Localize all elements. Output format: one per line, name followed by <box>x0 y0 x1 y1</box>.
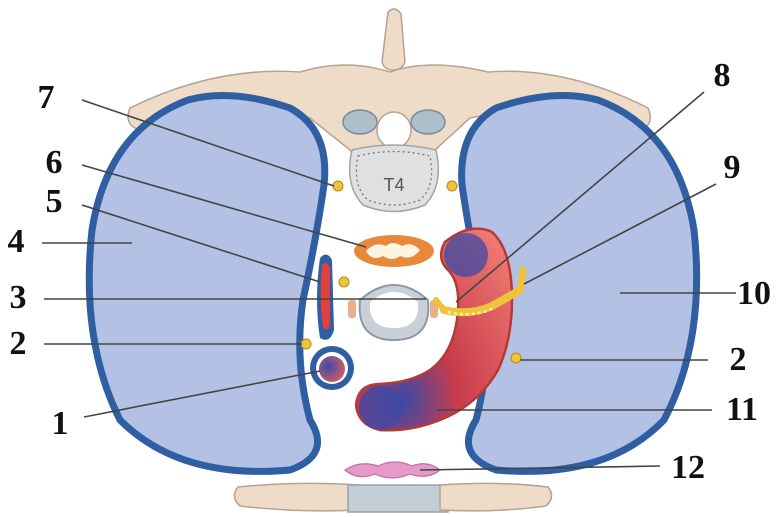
callout-8: 8 <box>714 57 731 94</box>
callout-12: 12 <box>671 449 705 486</box>
nerve-dot-left-upper <box>333 181 343 191</box>
callout-2-right: 2 <box>730 341 747 378</box>
callout-11: 11 <box>726 391 758 428</box>
callout-10: 10 <box>737 275 771 312</box>
nerve-dot-5 <box>339 277 349 287</box>
phrenic-nerve-left <box>301 339 311 349</box>
esophagus <box>354 235 434 267</box>
callout-9: 9 <box>724 149 741 186</box>
callout-7: 7 <box>38 79 55 116</box>
left-lung <box>89 96 325 472</box>
callout-6: 6 <box>46 144 63 181</box>
phrenic-nerve-right <box>511 353 521 363</box>
nerve-dot-right-upper <box>447 181 457 191</box>
trachea <box>348 285 438 340</box>
callout-5: 5 <box>46 183 63 220</box>
vertebra-label: T4 <box>383 175 404 195</box>
brachiocephalic-vessel <box>317 254 334 339</box>
callout-2-left: 2 <box>10 325 27 362</box>
aorta-root-lumen <box>444 233 488 277</box>
left-vessel <box>310 346 354 390</box>
descending-aorta-lumen <box>359 386 403 430</box>
sternum <box>234 483 551 512</box>
callout-3: 3 <box>10 279 27 316</box>
callout-1: 1 <box>52 405 69 442</box>
callout-4: 4 <box>8 223 25 260</box>
